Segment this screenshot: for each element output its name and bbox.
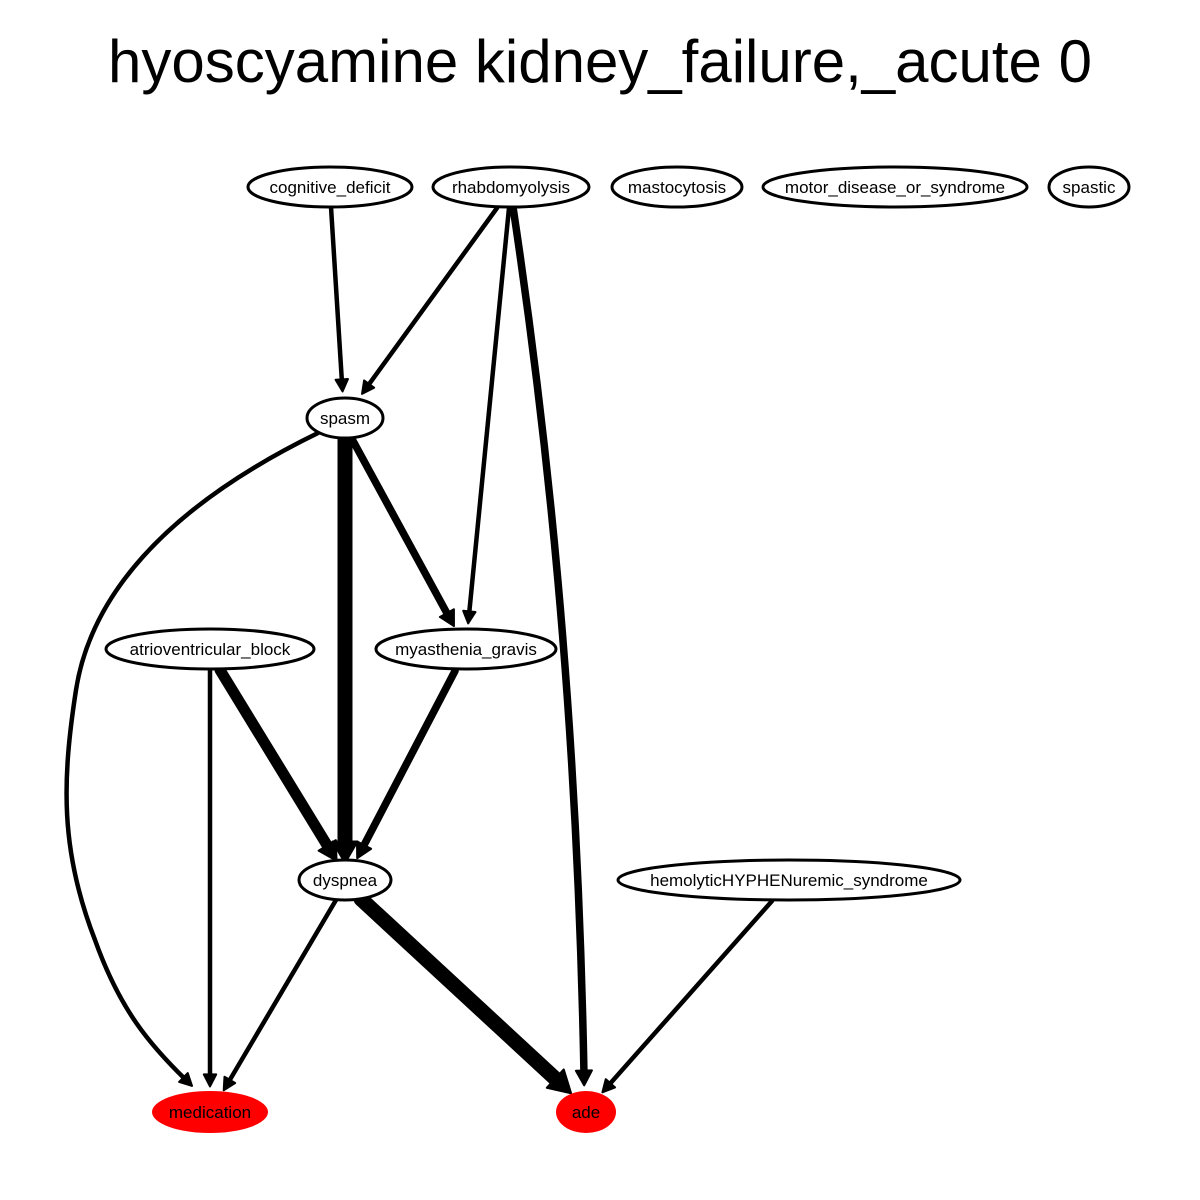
node-layer: cognitive_deficit rhabdomyolysis mastocyto…	[104, 165, 1131, 1133]
node-label: cognitive_deficit	[270, 178, 391, 197]
node-label: motor_disease_or_syndrome	[785, 178, 1005, 197]
edge-arrowhead	[545, 1068, 573, 1095]
edge-dyspnea-to-medication	[222, 897, 339, 1092]
node-shape	[761, 165, 1029, 209]
edge-line	[214, 664, 336, 856]
node-spastic[interactable]: spastic	[1047, 165, 1131, 209]
node-shape	[556, 1091, 616, 1133]
edge-line	[364, 205, 500, 390]
node-label: ade	[572, 1103, 600, 1122]
node-label: rhabdomyolysis	[452, 178, 570, 197]
graph-title: hyoscyamine kidney_failure,_acute 0	[108, 28, 1092, 95]
edge-arrowhead	[361, 379, 376, 395]
node-label: myasthenia_gravis	[395, 640, 537, 659]
node-label: spasm	[320, 409, 370, 428]
edge-rhabdomyolysis-to-myasthenia_gravis	[462, 205, 512, 625]
node-label: atrioventricular_block	[130, 640, 291, 659]
edge-atrioventricular_block-to-medication	[202, 667, 218, 1088]
edge-arrowhead	[222, 1075, 237, 1092]
node-label: mastocytosis	[628, 178, 726, 197]
node-medication[interactable]: medication	[152, 1091, 268, 1133]
edge-line	[64, 430, 321, 1083]
node-shape	[104, 627, 316, 671]
node-atrioventricular_block[interactable]: atrioventricular_block	[104, 627, 316, 671]
node-cognitive_deficit[interactable]: cognitive_deficit	[246, 165, 414, 209]
node-hemolyticHYPHENuremic_syndrome[interactable]: hemolyticHYPHENuremic_syndrome	[616, 858, 962, 902]
node-shape	[246, 165, 414, 209]
node-shape	[616, 858, 962, 902]
node-shape	[297, 858, 393, 902]
edge-rhabdomyolysis-to-ade	[509, 203, 593, 1087]
edge-arrowhead	[317, 839, 338, 862]
node-shape	[1047, 165, 1131, 209]
node-shape	[431, 165, 591, 209]
edge-rhabdomyolysis-to-spasm	[361, 205, 500, 395]
node-dyspnea[interactable]: dyspnea	[297, 858, 393, 902]
edge-arrowhead	[462, 609, 477, 625]
edge-line	[509, 203, 588, 1079]
edge-line	[225, 897, 339, 1086]
edge-arrowhead	[601, 1078, 617, 1094]
node-motor_disease_or_syndrome[interactable]: motor_disease_or_syndrome	[761, 165, 1029, 209]
edge-hemolyticHYPHENuremic_syndrome-to-ade	[601, 898, 775, 1094]
edge-spasm-to-medication	[64, 430, 321, 1087]
edge-cognitive_deficit-to-spasm	[328, 204, 349, 393]
node-mastocytosis[interactable]: mastocytosis	[610, 165, 744, 209]
edge-arrowhead	[178, 1072, 194, 1087]
node-shape	[305, 396, 385, 440]
edge-line	[353, 891, 568, 1091]
node-spasm[interactable]: spasm	[305, 396, 385, 440]
edge-line	[358, 667, 459, 853]
node-shape	[152, 1091, 268, 1133]
edge-arrowhead	[355, 840, 373, 860]
node-shape	[374, 627, 558, 671]
edge-dyspnea-to-ade	[353, 891, 573, 1095]
node-myasthenia_gravis[interactable]: myasthenia_gravis	[374, 627, 558, 671]
edge-arrowhead	[438, 608, 455, 628]
node-rhabdomyolysis[interactable]: rhabdomyolysis	[431, 165, 591, 209]
node-ade[interactable]: ade	[556, 1091, 616, 1133]
edge-arrowhead	[331, 840, 359, 865]
edge-layer	[64, 203, 775, 1095]
edge-line	[348, 435, 453, 621]
node-label: dyspnea	[313, 871, 378, 890]
edge-spasm-to-dyspnea	[331, 432, 359, 865]
edge-arrowhead	[574, 1069, 593, 1087]
node-shape	[610, 165, 744, 209]
edge-line	[605, 898, 775, 1089]
edge-line	[328, 204, 345, 386]
node-label: medication	[169, 1103, 251, 1122]
node-label: spastic	[1063, 178, 1116, 197]
edge-atrioventricular_block-to-dyspnea	[214, 664, 338, 862]
edge-spasm-to-myasthenia_gravis	[348, 435, 455, 628]
edge-arrowhead	[202, 1073, 218, 1088]
edge-myasthenia_gravis-to-dyspnea	[355, 667, 459, 860]
node-label: hemolyticHYPHENuremic_syndrome	[650, 871, 928, 890]
edge-line	[466, 205, 512, 618]
edge-arrowhead	[334, 378, 349, 393]
